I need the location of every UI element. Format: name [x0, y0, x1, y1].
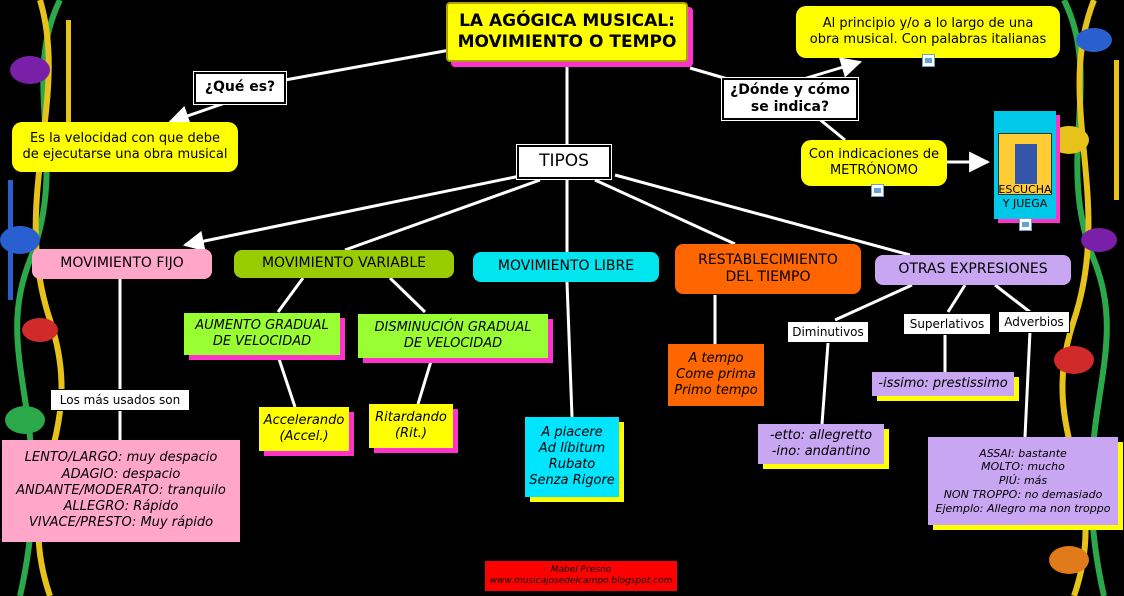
- movimiento-libre: MOVIMIENTO LIBRE: [473, 252, 659, 282]
- book-cover-metronome: [1015, 144, 1037, 184]
- aumento-gradual: AUMENTO GRADUAL DE VELOCIDAD: [184, 313, 340, 355]
- fijo-sublabel: Los más usados son: [50, 389, 190, 411]
- accelerando-example: Accelerando (Accel.): [259, 407, 349, 451]
- link-otras-adverbios: [994, 283, 1031, 314]
- tipos-label: TIPOS: [516, 144, 612, 180]
- image-icon[interactable]: [871, 184, 884, 197]
- diminutivos-examples: -etto: allegretto -ino: andantino: [758, 424, 884, 464]
- superlativos-label: Superlativos: [903, 313, 991, 335]
- libre-list: A piacere Ad líbitum Rubato Senza Rigore: [525, 417, 619, 497]
- adverbios-label: Adverbios: [998, 311, 1070, 333]
- link-diminutivos-ex: [820, 342, 830, 425]
- link-variable-disminucion: [388, 276, 427, 314]
- book-title: ESCUCHA Y JUEGA: [998, 183, 1052, 211]
- link-tipos-restablecimiento: [594, 178, 736, 246]
- fijo-list: LENTO/LARGO: muy despacio ADAGIO: despac…: [2, 440, 240, 542]
- movimiento-variable: MOVIMIENTO VARIABLE: [234, 250, 454, 278]
- metronomo-answer: Con indicaciones de METRÓNOMO: [801, 140, 947, 186]
- link-otras-superlativos: [946, 284, 967, 313]
- adverbios-examples: ASSAI: bastante MOLTO: mucho PIÚ: más NO…: [928, 437, 1118, 525]
- donde-label: ¿Dónde y cómo se indica?: [721, 77, 859, 121]
- link-adverbios-ex: [1023, 330, 1032, 438]
- link-title-queEs: [284, 48, 451, 82]
- diminutivos-label: Diminutivos: [787, 321, 869, 343]
- author-credit[interactable]: Mabel Presno www.musicajosedelcampo.blog…: [485, 561, 677, 591]
- link-otras-diminutivos: [834, 283, 913, 322]
- link-queEs-answer: [168, 101, 226, 126]
- link-tipos-otras: [614, 173, 911, 257]
- que-es-label: ¿Qué es?: [193, 71, 287, 105]
- que-es-answer: Es la velocidad con que debe de ejecutar…: [12, 122, 238, 172]
- link-tipos-fijo: [182, 174, 521, 252]
- image-icon[interactable]: [922, 54, 935, 67]
- restablecimiento-del-tiempo: RESTABLECIMIENTO DEL TIEMPO: [675, 244, 861, 294]
- book-cover-image: [998, 133, 1052, 195]
- link-tipos-variable: [344, 178, 541, 252]
- link-aumento-ex: [276, 355, 297, 408]
- restablecimiento-list: A tempo Come prima Primo tempo: [668, 344, 764, 406]
- escucha-y-juega-book[interactable]: ESCUCHA Y JUEGA: [994, 111, 1056, 219]
- document-icon[interactable]: [1019, 218, 1032, 231]
- link-variable-aumento: [276, 277, 305, 313]
- link-donde-metronomo: [817, 116, 846, 142]
- ritardando-example: Ritardando (Rit.): [369, 404, 453, 448]
- main-title: LA AGÓGICA MUSICAL: MOVIMIENTO O TEMPO: [446, 2, 688, 62]
- link-donde-top: [799, 57, 863, 82]
- superlativos-examples: -issimo: prestissimo: [872, 372, 1014, 396]
- movimiento-fijo: MOVIMIENTO FIJO: [32, 249, 212, 279]
- disminucion-gradual: DISMINUCIÓN GRADUAL DE VELOCIDAD: [358, 314, 548, 358]
- link-libre-list: [565, 281, 574, 418]
- link-disminucion-ex: [416, 357, 434, 405]
- otras-expresiones: OTRAS EXPRESIONES: [875, 255, 1071, 285]
- donde-answer-top: Al principio y/o a lo largo de una obra …: [796, 6, 1060, 58]
